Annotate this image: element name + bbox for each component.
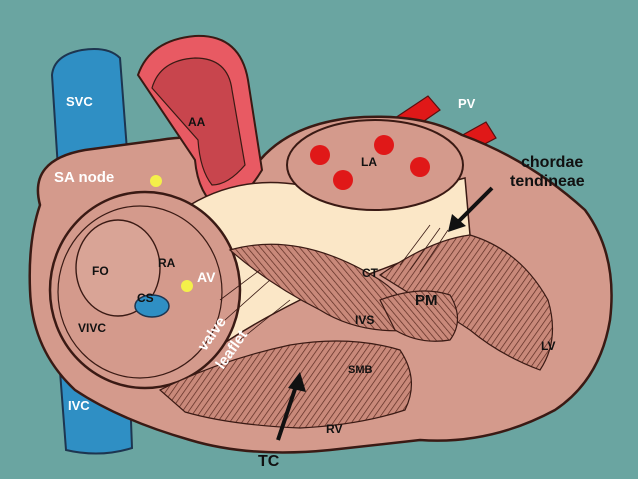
label-ivs: IVS [355, 313, 374, 327]
av-node-marker [181, 280, 193, 292]
chordae-tendineae-strands [219, 224, 449, 341]
label-vivc: VIVC [78, 321, 106, 335]
label-tc: TC [258, 453, 280, 470]
label-chordae: chordae [521, 154, 583, 171]
la-dot-4 [333, 170, 353, 190]
label-smb: SMB [348, 364, 373, 376]
label-rv: RV [326, 422, 342, 436]
label-aa: AA [188, 115, 206, 129]
label-tendineae: tendineae [510, 173, 585, 190]
label-av: AV [197, 269, 216, 285]
sa-node-marker [150, 175, 162, 187]
papillary-muscle [379, 290, 459, 342]
label-svc: SVC [66, 94, 93, 109]
tc-arrow [276, 372, 306, 441]
la-dot-1 [310, 145, 330, 165]
label-fo: FO [92, 264, 109, 278]
aortic-arch-lumen [151, 57, 246, 186]
left-ventricle-trabeculae [378, 234, 554, 371]
left-atrium [286, 119, 464, 211]
label-ct: CT [362, 266, 379, 280]
label-pm: PM [415, 292, 438, 309]
right-ventricle-trabeculae [158, 340, 413, 429]
label-lv: LV [541, 339, 555, 353]
label-ra: RA [158, 256, 176, 270]
label-ivc: IVC [68, 398, 90, 413]
label-cs: CS [137, 291, 154, 305]
right-atrium-inner [57, 205, 223, 379]
chordae-arrow [448, 186, 494, 232]
label-la: LA [361, 155, 377, 169]
label-sa-node: SA node [54, 169, 114, 186]
fossa-ovalis [75, 219, 161, 317]
la-dot-3 [410, 157, 430, 177]
label-pv: PV [458, 96, 476, 111]
la-dot-2 [374, 135, 394, 155]
coronary-sinus [134, 294, 170, 318]
